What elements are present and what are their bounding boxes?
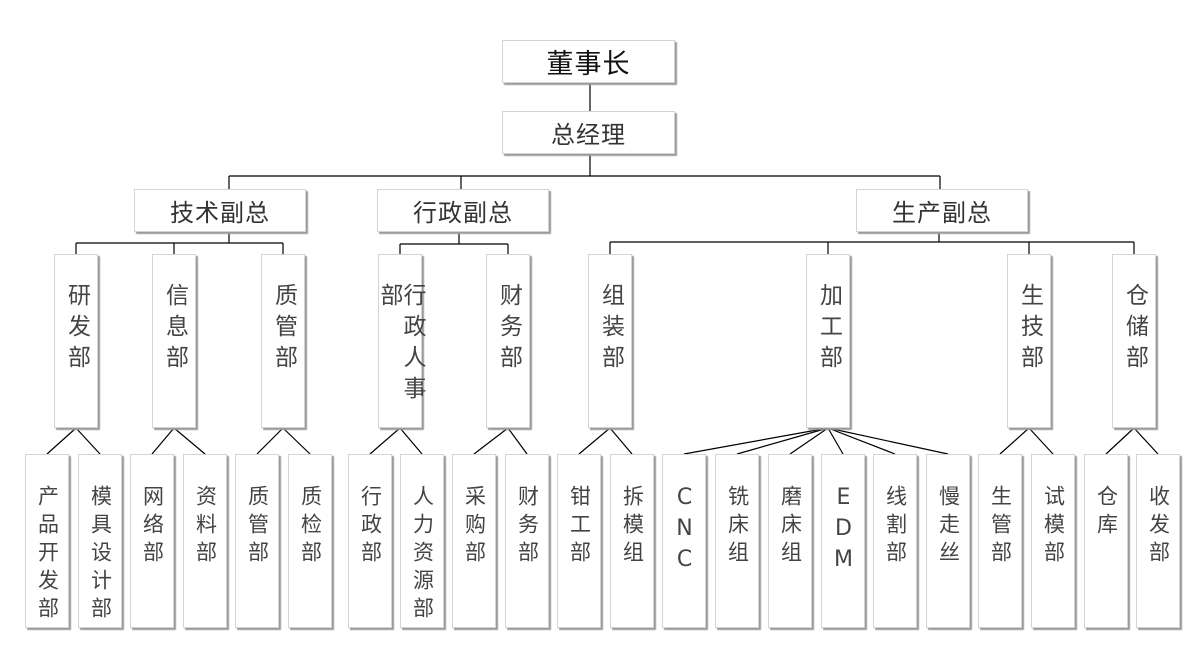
node-label: 线割部 xyxy=(883,485,908,569)
node-label: 人力资源部 xyxy=(410,485,435,625)
node-label: 质管部 xyxy=(270,283,297,376)
node-chairman: 董事长 xyxy=(502,40,675,83)
node-unit: 产品开发部 xyxy=(25,454,69,628)
node-label: 拆模组 xyxy=(620,485,645,569)
node-unit: 采购部 xyxy=(452,454,496,628)
node-label: 慢走丝 xyxy=(936,485,961,569)
node-unit: 试模部 xyxy=(1031,454,1075,628)
connector-unit xyxy=(173,427,206,455)
connector-unit xyxy=(1028,427,1054,455)
node-label: EDM xyxy=(831,485,856,578)
connector-unit xyxy=(369,427,401,455)
node-label: 试模部 xyxy=(1041,485,1066,569)
node-unit: 慢走丝 xyxy=(926,454,970,628)
node-label: 模具设计部 xyxy=(88,485,113,625)
node-label: 铣床组 xyxy=(725,485,750,569)
node-label: 钳工部 xyxy=(567,485,592,569)
node-vp-tech: 技术副总 xyxy=(134,189,306,232)
node-label: 行政人事部 xyxy=(376,283,425,407)
node-label: 采购部 xyxy=(462,485,487,569)
node-label: 产品开发部 xyxy=(35,485,60,625)
connector-unit xyxy=(473,427,509,455)
node-general-manager: 总经理 xyxy=(502,111,675,154)
node-label: 质管部 xyxy=(245,485,270,569)
node-unit: 行政部 xyxy=(348,454,392,628)
connector-unit xyxy=(683,427,829,455)
node-label: 财务部 xyxy=(515,485,540,569)
node-label: 质检部 xyxy=(298,485,323,569)
connector-unit xyxy=(827,427,949,455)
node-label: 收发部 xyxy=(1146,485,1171,569)
connector-unit xyxy=(609,427,633,455)
node-storage: 仓储部 xyxy=(1112,254,1156,428)
node-label: 总经理 xyxy=(551,121,626,149)
node-unit: 财务部 xyxy=(505,454,549,628)
node-unit: 质管部 xyxy=(235,454,279,628)
connector-unit xyxy=(827,427,844,455)
connector-unit xyxy=(507,427,528,455)
node-label: 仓储部 xyxy=(1121,283,1148,376)
connector-unit xyxy=(1105,427,1135,455)
node-qm: 质管部 xyxy=(261,254,305,428)
node-vp-admin: 行政副总 xyxy=(377,189,549,232)
connector-unit xyxy=(399,427,423,455)
connector-unit xyxy=(151,427,175,455)
node-unit: 质检部 xyxy=(288,454,332,628)
node-label: 信息部 xyxy=(161,283,188,376)
node-finance: 财务部 xyxy=(486,254,530,428)
node-unit: CNC xyxy=(662,454,706,628)
connector-unit xyxy=(736,427,829,455)
node-unit: 人力资源部 xyxy=(400,454,444,628)
node-admin-hr: 行政人事部 xyxy=(376,254,425,428)
node-info: 信息部 xyxy=(152,254,196,428)
node-label: 生产副总 xyxy=(892,199,992,227)
node-unit: 网络部 xyxy=(130,454,174,628)
node-label: 组装部 xyxy=(597,283,624,376)
node-unit: 拆模组 xyxy=(610,454,654,628)
node-label: CNC xyxy=(672,485,697,578)
node-prodtech: 生技部 xyxy=(1007,254,1051,428)
node-label: 技术副总 xyxy=(170,199,270,227)
node-label: 加工部 xyxy=(815,283,842,376)
node-label: 生管部 xyxy=(988,485,1013,569)
connector-unit xyxy=(282,427,311,455)
node-assembly: 组装部 xyxy=(588,254,632,428)
connector-unit xyxy=(999,427,1030,455)
node-unit: 生管部 xyxy=(978,454,1022,628)
node-unit: 仓库 xyxy=(1084,454,1128,628)
connector-unit xyxy=(75,427,101,455)
node-machining: 加工部 xyxy=(806,254,850,428)
connector-unit xyxy=(1133,427,1159,455)
node-unit: EDM xyxy=(821,454,865,628)
node-label: 董事长 xyxy=(546,49,631,80)
node-label: 网络部 xyxy=(140,485,165,569)
connector-unit xyxy=(827,427,896,455)
node-label: 行政部 xyxy=(358,485,383,569)
node-label: 财务部 xyxy=(495,283,522,376)
node-unit: 模具设计部 xyxy=(78,454,122,628)
node-label: 研发部 xyxy=(63,283,90,376)
node-vp-prod: 生产副总 xyxy=(856,189,1028,232)
connector-unit xyxy=(789,427,829,455)
node-rnd: 研发部 xyxy=(54,254,98,428)
node-label: 磨床组 xyxy=(778,485,803,569)
node-label: 资料部 xyxy=(193,485,218,569)
node-unit: 钳工部 xyxy=(557,454,601,628)
connector-unit xyxy=(578,427,611,455)
connector-unit xyxy=(46,427,77,455)
connector-unit xyxy=(256,427,284,455)
node-unit: 磨床组 xyxy=(768,454,812,628)
node-unit: 线割部 xyxy=(873,454,917,628)
node-unit: 资料部 xyxy=(183,454,227,628)
node-unit: 收发部 xyxy=(1136,454,1180,628)
node-label: 仓库 xyxy=(1094,485,1119,541)
node-label: 行政副总 xyxy=(413,199,513,227)
node-label: 生技部 xyxy=(1016,283,1043,376)
node-unit: 铣床组 xyxy=(715,454,759,628)
